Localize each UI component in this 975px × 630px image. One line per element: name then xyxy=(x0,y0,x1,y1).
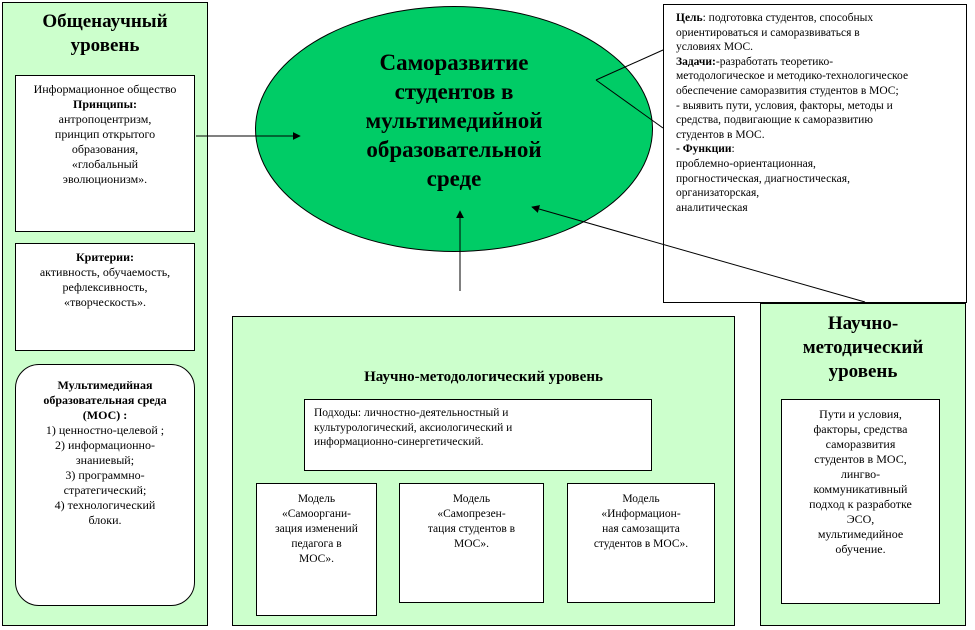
arrow-right-to-ellipse xyxy=(531,205,866,303)
information-society-box: Информационное общество Принципы: антроп… xyxy=(15,75,195,232)
tasks-label: Задачи: xyxy=(676,55,716,68)
callout-line-top xyxy=(595,49,664,81)
central-ellipse xyxy=(255,6,653,252)
model-self-presentation-box: Модель «Самопрезен- тация студентов в МО… xyxy=(399,483,544,603)
approaches-box: Подходы: личностно-деятельностный и куль… xyxy=(304,399,652,471)
mos-box: Мультимедийная образовательная среда (МО… xyxy=(15,364,195,606)
criteria-box: Критерии: активность, обучаемость, рефле… xyxy=(15,243,195,351)
methodical-content-box: Пути и условия, факторы, средства самора… xyxy=(781,399,940,604)
info-society-text: Информационное общество xyxy=(33,82,177,96)
callout-line-bottom xyxy=(595,79,664,129)
central-title: Саморазвитие студентов в мультимедийной … xyxy=(365,50,543,191)
goals-tasks-box: Цель: подготовка студентов, способных ор… xyxy=(663,4,967,303)
goal-label: Цель xyxy=(676,12,703,24)
model-information-protection-box: Модель «Информацион- ная самозащита студ… xyxy=(567,483,715,603)
general-level-title: Общенаучный уровень xyxy=(42,11,168,56)
functions-label: - Функции xyxy=(676,143,732,156)
principles-label: Принципы: xyxy=(73,97,137,111)
methodological-level-title: Научно-методологический уровень xyxy=(364,369,603,385)
methodical-level-title: Научно- методический уровень xyxy=(802,313,924,382)
model-self-organization-box: Модель «Самооргани- зация изменений педа… xyxy=(256,483,377,616)
criteria-label: Критерии: xyxy=(75,250,134,264)
